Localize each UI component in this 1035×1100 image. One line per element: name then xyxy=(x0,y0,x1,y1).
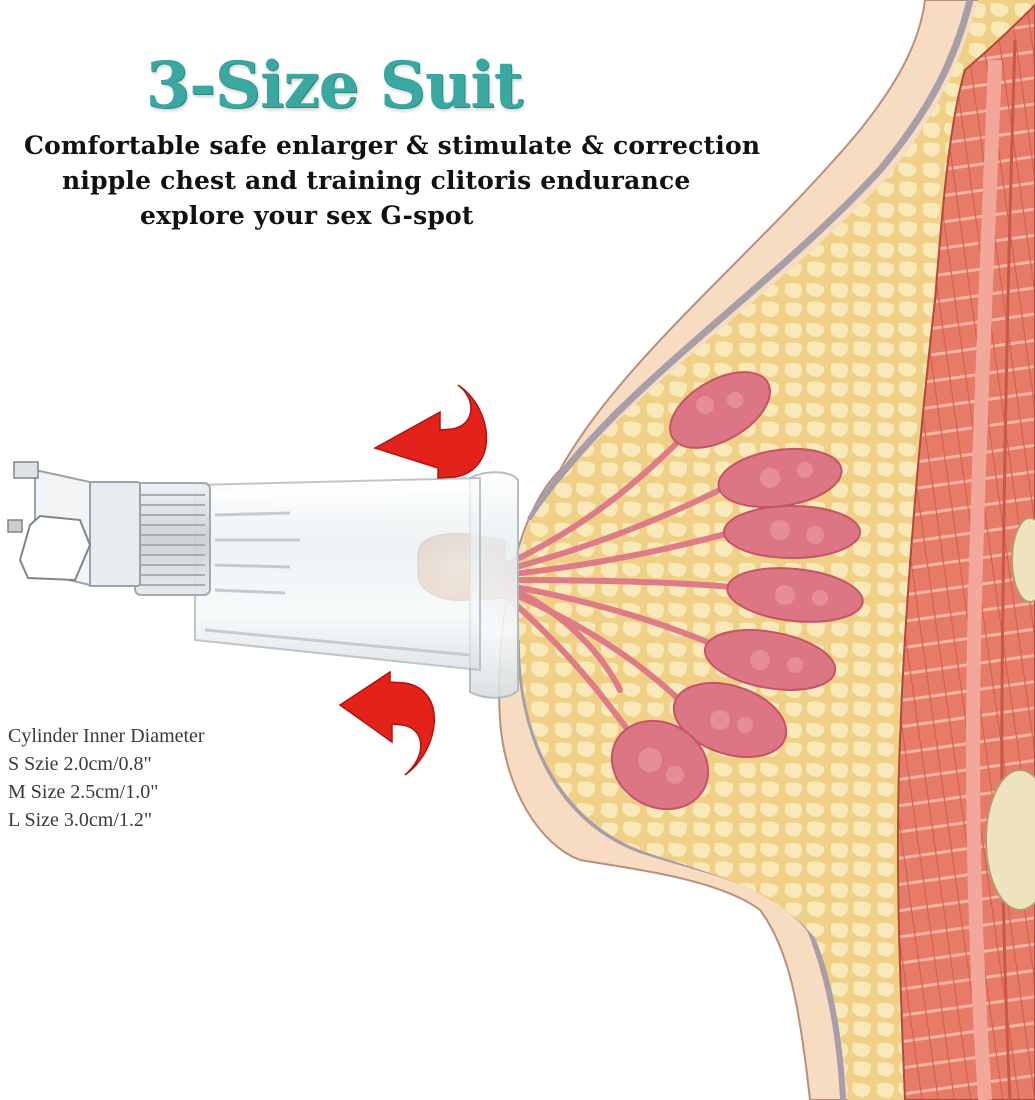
subtitle-line-3: explore your sex G-spot xyxy=(140,201,474,230)
spec-small: S Szie 2.0cm/0.8" xyxy=(8,753,152,775)
subtitle-line-1: Comfortable safe enlarger & stimulate & … xyxy=(24,131,761,160)
arrow-lower-icon xyxy=(338,670,436,776)
subtitle-line-2: nipple chest and training clitoris endur… xyxy=(62,166,691,195)
page-title: 3-Size Suit xyxy=(145,48,524,123)
rib-bone xyxy=(985,769,1035,911)
size-specs: Cylinder Inner Diameter S Szie 2.0cm/0.8… xyxy=(8,722,205,834)
skin-edge-line xyxy=(526,0,974,522)
spec-medium: M Size 2.5cm/1.0" xyxy=(8,781,159,803)
suction-cylinder xyxy=(7,461,519,699)
mammary-glands xyxy=(610,371,864,811)
spec-large: L Size 3.0cm/1.2" xyxy=(8,809,153,831)
specs-heading: Cylinder Inner Diameter xyxy=(8,725,205,747)
arrow-upper-icon xyxy=(373,384,488,479)
